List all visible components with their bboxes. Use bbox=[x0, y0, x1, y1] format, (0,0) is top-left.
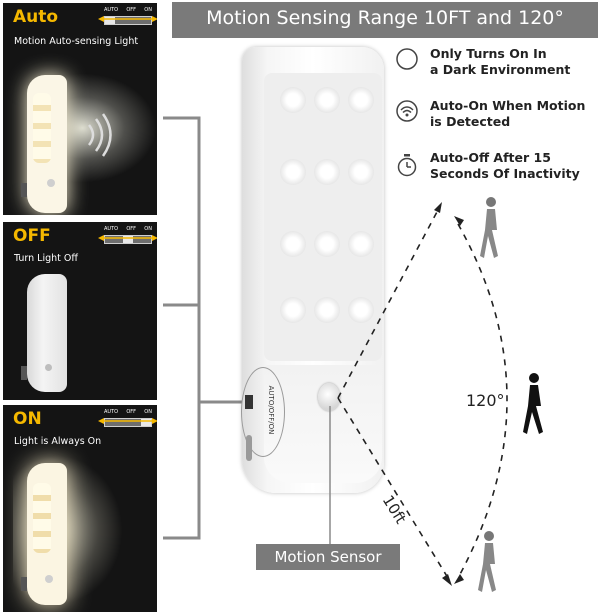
mode-panel-off: OFF Turn Light Off AUTO OFF ON bbox=[3, 222, 157, 400]
motion-sensor-label: Motion Sensor bbox=[274, 548, 382, 566]
feature-text: Only Turns On In a Dark Environment bbox=[430, 46, 596, 78]
mode-title: ON bbox=[13, 409, 42, 429]
mode-panel-auto: Auto Motion Auto-sensing Light AUTO OFF … bbox=[3, 3, 157, 215]
stopwatch-icon bbox=[397, 154, 417, 177]
light-device-on bbox=[21, 75, 67, 213]
switch-label-on: ON bbox=[144, 409, 152, 415]
mode-panel-on: ON Light is Always On AUTO OFF ON bbox=[3, 405, 157, 612]
switch-label-on: ON bbox=[144, 226, 152, 232]
range-diagram bbox=[337, 202, 508, 586]
switch-label-on: ON bbox=[144, 7, 152, 13]
led-dot bbox=[348, 87, 374, 113]
headline-title: Motion Sensing Range 10FT and 120° bbox=[206, 7, 564, 29]
led-dot bbox=[280, 297, 306, 323]
mode-description: Light is Always On bbox=[14, 436, 102, 447]
motion-waves-icon bbox=[87, 113, 112, 157]
wifi-signal-icon bbox=[396, 100, 418, 122]
walking-person-icon bbox=[478, 531, 496, 592]
switch-label-auto: AUTO bbox=[104, 409, 119, 415]
feature-line: Auto-Off After 15 bbox=[430, 150, 551, 165]
mode-switch-indicator: AUTO OFF ON bbox=[98, 226, 157, 248]
led-dot bbox=[314, 231, 340, 257]
motion-sensor-callout: Motion Sensor bbox=[256, 544, 400, 570]
led-dot bbox=[348, 159, 374, 185]
switch-label-off: OFF bbox=[126, 226, 137, 232]
mode-description: Motion Auto-sensing Light bbox=[14, 36, 139, 47]
led-dot bbox=[348, 231, 374, 257]
motion-sensor-lens bbox=[318, 383, 340, 411]
mode-description: Turn Light Off bbox=[14, 253, 78, 264]
led-dot bbox=[280, 231, 306, 257]
feature-line: Auto-On When Motion bbox=[430, 98, 586, 113]
double-arrow-icon bbox=[98, 418, 157, 424]
light-device-off bbox=[21, 274, 67, 392]
sensor-callout-line bbox=[329, 406, 331, 544]
led-dot bbox=[314, 159, 340, 185]
switch-label-auto: AUTO bbox=[104, 226, 119, 232]
moon-icon bbox=[396, 48, 418, 70]
bracket-connector bbox=[163, 116, 247, 540]
led-dot bbox=[280, 159, 306, 185]
double-arrow-icon bbox=[98, 16, 157, 22]
double-arrow-icon bbox=[98, 235, 157, 241]
led-dot bbox=[280, 87, 306, 113]
mode-switch-indicator: AUTO OFF ON bbox=[98, 7, 157, 29]
angle-label: 120° bbox=[466, 391, 505, 410]
switch-label-off: OFF bbox=[126, 7, 137, 13]
light-device-main bbox=[242, 47, 384, 493]
led-dot bbox=[314, 297, 340, 323]
feature-line: a Dark Environment bbox=[430, 62, 571, 77]
mode-title: OFF bbox=[13, 226, 51, 246]
mode-title: Auto bbox=[13, 7, 59, 27]
feature-line: Seconds Of Inactivity bbox=[430, 166, 580, 181]
switch-label-off: OFF bbox=[126, 409, 137, 415]
light-device-on bbox=[21, 463, 67, 605]
feature-line: Only Turns On In bbox=[430, 46, 547, 61]
feature-text: Auto-On When Motion is Detected bbox=[430, 98, 596, 130]
led-dot bbox=[314, 87, 340, 113]
walking-person-icon bbox=[480, 197, 498, 258]
led-dot bbox=[348, 297, 374, 323]
switch-highlight-ring bbox=[241, 367, 285, 457]
feature-line: is Detected bbox=[430, 114, 511, 129]
mode-switch-indicator: AUTO OFF ON bbox=[98, 409, 157, 431]
walking-person-icon bbox=[523, 373, 543, 434]
switch-label-auto: AUTO bbox=[104, 7, 119, 13]
headline-banner: Motion Sensing Range 10FT and 120° bbox=[172, 2, 598, 38]
feature-text: Auto-Off After 15 Seconds Of Inactivity bbox=[430, 150, 596, 182]
device-switch-label: AUTO/OFF/ON bbox=[267, 385, 275, 435]
